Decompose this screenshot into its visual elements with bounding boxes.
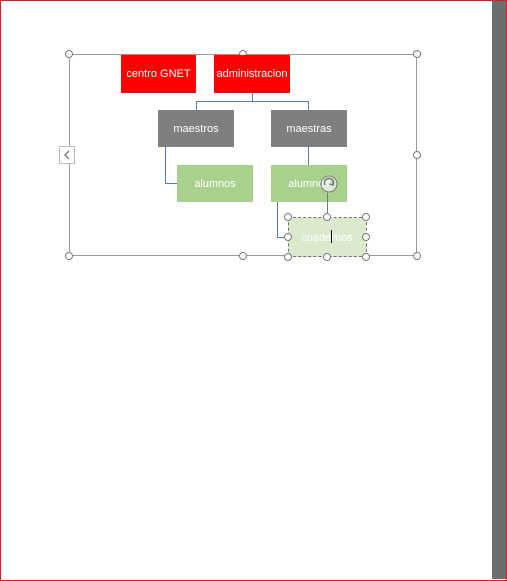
node-centro-gnet[interactable]: centro GNET <box>121 55 196 93</box>
rotate-handle-stem <box>327 193 328 213</box>
connector-horizontal-top <box>196 101 309 102</box>
connector-admin-down <box>252 93 253 101</box>
shape-handle-top-right[interactable] <box>362 213 370 221</box>
node-alumnos-left[interactable]: alumnos <box>177 165 253 202</box>
shape-handle-top[interactable] <box>323 213 331 221</box>
connector-to-cuadernos <box>277 237 288 238</box>
resize-handle-bottom[interactable] <box>239 252 247 260</box>
resize-handle-top-left[interactable] <box>65 50 73 58</box>
shape-handle-right[interactable] <box>362 233 370 241</box>
vertical-scrollbar[interactable] <box>492 1 506 579</box>
resize-handle-bottom-right[interactable] <box>413 252 421 260</box>
resize-handle-right[interactable] <box>413 151 421 159</box>
shape-handle-top-left[interactable] <box>284 213 292 221</box>
rotate-icon <box>320 175 338 193</box>
resize-handle-top-right[interactable] <box>413 50 421 58</box>
selected-shape-outline <box>288 217 367 257</box>
text-pane-toggle-button[interactable] <box>59 146 75 164</box>
shape-handle-bottom-right[interactable] <box>362 253 370 261</box>
connector-to-maestras <box>308 101 309 110</box>
connector-to-alumnos-left <box>165 183 177 184</box>
connector-to-alumnos-right <box>308 147 309 165</box>
connector-to-maestros <box>196 101 197 110</box>
shape-handle-bottom[interactable] <box>323 253 331 261</box>
rotate-handle[interactable] <box>319 174 339 194</box>
node-administracion[interactable]: administracion <box>214 55 290 93</box>
document-page[interactable] <box>1 1 492 579</box>
connector-maestros-down <box>165 147 166 183</box>
node-cuadernos[interactable]: cuadernos <box>288 218 366 257</box>
shape-handle-left[interactable] <box>284 233 292 241</box>
node-maestros[interactable]: maestros <box>158 110 234 147</box>
chevron-left-icon <box>63 150 70 160</box>
shape-handle-bottom-left[interactable] <box>284 253 292 261</box>
resize-handle-bottom-left[interactable] <box>65 252 73 260</box>
connector-alumnos-right-down <box>277 202 278 238</box>
text-cursor <box>331 230 332 243</box>
node-maestras[interactable]: maestras <box>271 110 347 147</box>
